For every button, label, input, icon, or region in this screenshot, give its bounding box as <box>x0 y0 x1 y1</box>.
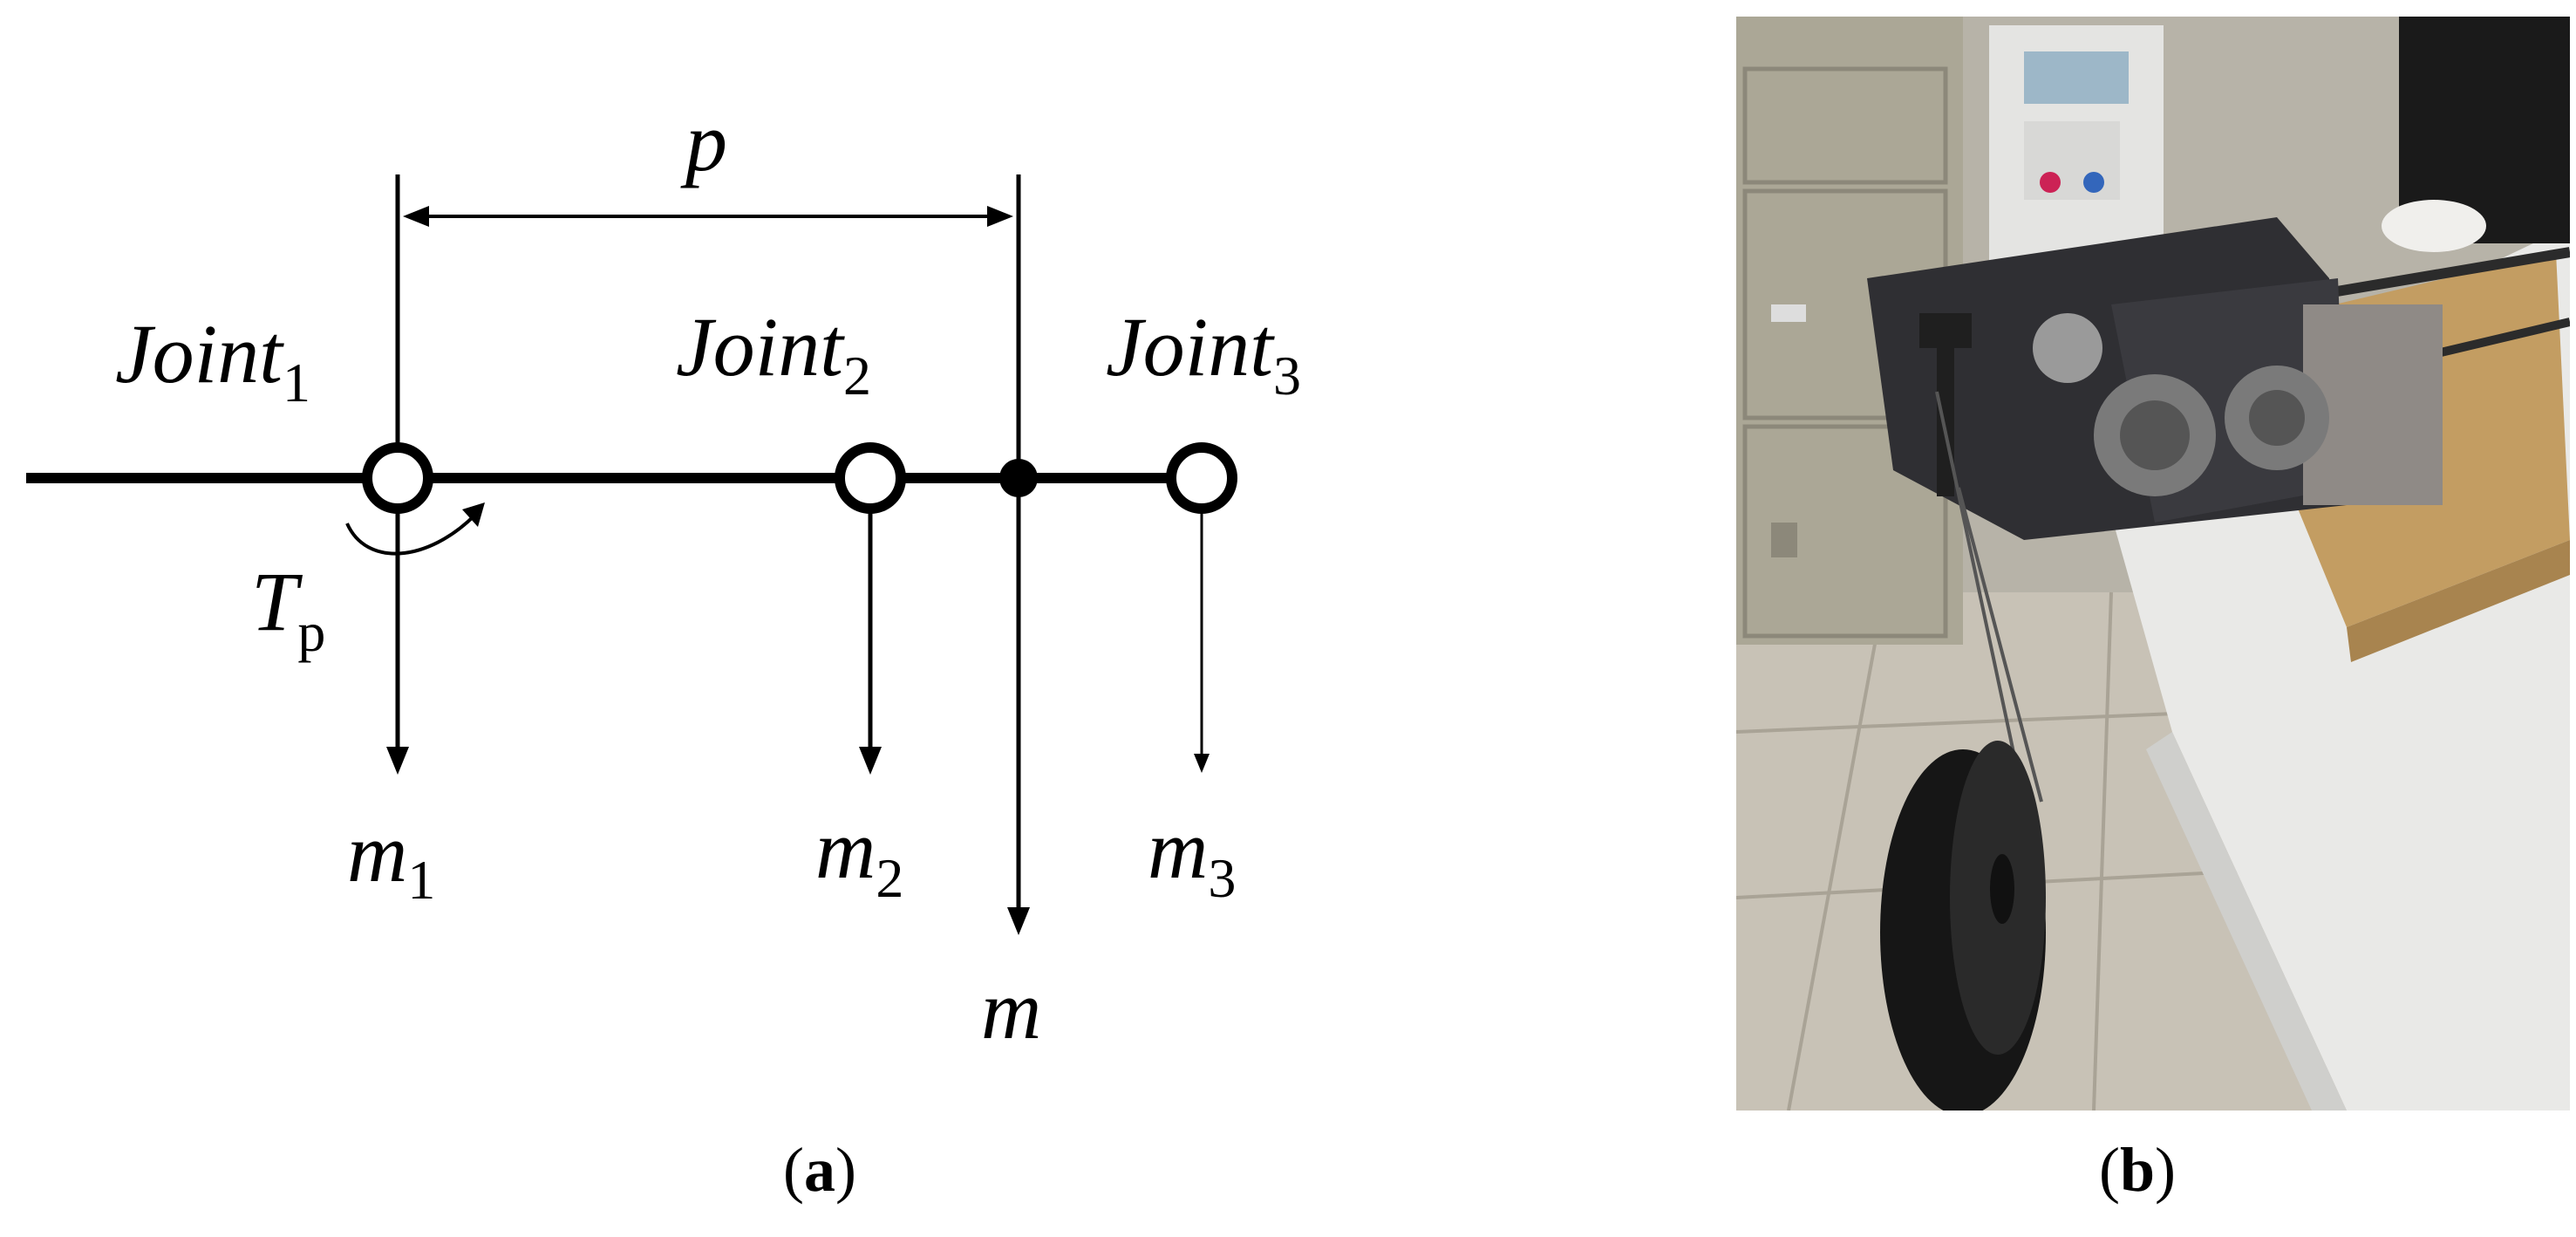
caption-a: (a) <box>783 1135 856 1205</box>
total-mass-label: m <box>981 963 1041 1056</box>
joint-1: Joint1 <box>115 307 433 775</box>
mass-3-label: m3 <box>1148 803 1236 909</box>
joint-load-diagram: p Joint1 Tp m1 Joint2 <box>26 95 1301 1056</box>
joint-3: Joint3 <box>1106 300 1301 773</box>
caption-b: (b) <box>2099 1135 2177 1205</box>
center-of-mass <box>999 459 1038 935</box>
joint-2-label: Joint2 <box>676 300 871 407</box>
joint-2: Joint2 <box>676 300 906 775</box>
mass-2-label: m2 <box>815 803 903 909</box>
joint-1-label: Joint1 <box>115 307 310 413</box>
test-rig-photo <box>1736 17 2570 1111</box>
torque-label: Tp <box>251 555 325 663</box>
mass-1-label: m1 <box>347 806 435 911</box>
dimension-label-p: p <box>680 95 727 188</box>
torque-arc: Tp <box>251 502 485 663</box>
joint-3-label: Joint3 <box>1106 300 1301 407</box>
dimension-p: p <box>395 95 1021 478</box>
